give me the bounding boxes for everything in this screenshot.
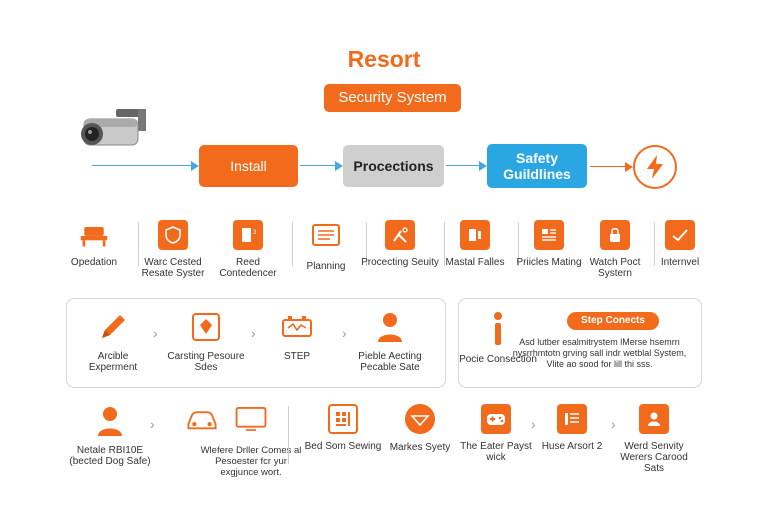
- process-label: Arcible Experment: [88, 351, 138, 373]
- feature-label: The Eater Payst wick: [460, 441, 532, 463]
- flow-arrow: [625, 162, 633, 172]
- panel-icon: [460, 220, 490, 250]
- divider: [654, 222, 655, 266]
- desk-icon: [79, 220, 109, 250]
- feature-label: Bed Som Sewing: [304, 441, 382, 452]
- info-label: Pocie Consection: [459, 354, 537, 365]
- list-icon: [557, 404, 587, 434]
- process-label: Carsting Pesoure Sdes: [167, 351, 245, 373]
- security-camera-icon: [74, 107, 154, 159]
- person-icon: [373, 310, 407, 344]
- flow-step-procections[interactable]: Procections: [343, 145, 444, 187]
- chevron-right-icon: ›: [153, 325, 158, 341]
- feature-item[interactable]: Wlefere Drller Comes al Pesoester fcr yu…: [196, 402, 306, 478]
- feature-label: Wlefere Drller Comes al Pesoester fcr yu…: [200, 445, 302, 478]
- feature-item[interactable]: Netale RBI10E (bected Dog Safe): [69, 404, 151, 467]
- feature-label: Mastal Falles: [445, 257, 505, 268]
- process-label: Pieble Aecting Pecable Sate: [358, 351, 422, 373]
- car-icon: [185, 402, 219, 436]
- flow-connector: [446, 165, 480, 166]
- svg-text:3: 3: [253, 230, 257, 236]
- feature-label: Huse Arsort 2: [541, 441, 603, 452]
- feature-item[interactable]: 3 Reed Contedencer: [208, 220, 288, 279]
- feature-item[interactable]: Priicles Mating: [509, 220, 589, 268]
- process-step[interactable]: STEP: [257, 310, 337, 362]
- feature-item[interactable]: Opedation: [54, 220, 134, 268]
- chevron-right-icon: ›: [611, 416, 616, 432]
- feature-item[interactable]: Huse Arsort 2: [532, 404, 612, 452]
- feature-label: Markes Syety: [389, 442, 451, 453]
- feature-item[interactable]: Planning: [286, 220, 366, 272]
- gamepad-icon: [481, 404, 511, 434]
- lightning-icon: [633, 145, 677, 189]
- keypad-icon: [328, 404, 358, 434]
- process-panel: [66, 298, 446, 388]
- flow-arrow: [191, 161, 199, 171]
- info-description: Asd lutber esalmitrystem lMerse hsemrn n…: [512, 337, 687, 369]
- feature-label: Internvel: [660, 257, 700, 268]
- person-icon: [93, 404, 127, 438]
- info-item[interactable]: Pocie Consection: [458, 310, 538, 365]
- divider: [138, 222, 139, 266]
- feature-item[interactable]: Watch Poct Systern: [575, 220, 655, 279]
- info-icon: [481, 310, 515, 348]
- feature-item[interactable]: Warc Cested Resate Syster: [133, 220, 213, 279]
- feature-item[interactable]: [162, 402, 242, 436]
- feature-item[interactable]: Markes Syety: [380, 402, 460, 453]
- divider: [518, 222, 519, 266]
- divider: [288, 406, 289, 464]
- chevron-right-icon: ›: [531, 416, 536, 432]
- divider: [444, 222, 445, 266]
- process-step[interactable]: Arcible Experment: [73, 310, 153, 373]
- compass-icon: [403, 402, 437, 436]
- battery-icon: [280, 310, 314, 344]
- monitor-icon: [234, 402, 268, 436]
- flow-step-safety-guidelines[interactable]: Safety Guildlines: [487, 144, 587, 188]
- document-icon: [534, 220, 564, 250]
- process-label: STEP: [283, 351, 311, 362]
- chevron-right-icon: ›: [150, 416, 155, 432]
- divider: [366, 222, 367, 266]
- divider: [292, 222, 293, 266]
- tools-icon: [385, 220, 415, 250]
- feature-label: Priicles Mating: [516, 257, 582, 268]
- feature-label: Werd Senvity Werers Carood Sats: [620, 441, 688, 474]
- shield-icon: [158, 220, 188, 250]
- page-title: Resort: [347, 46, 421, 72]
- feature-item[interactable]: Internvel: [640, 220, 720, 268]
- flow-connector: [590, 166, 626, 167]
- feature-label: Warc Cested Resate Syster: [141, 257, 205, 279]
- feature-item[interactable]: Mastal Falles: [435, 220, 515, 268]
- process-step[interactable]: Carsting Pesoure Sdes: [166, 310, 246, 373]
- door-icon: 3: [233, 220, 263, 250]
- chevron-right-icon: ›: [251, 325, 256, 341]
- flow-connector: [300, 165, 336, 166]
- feature-label: Planning: [306, 261, 346, 272]
- lock-icon: [600, 220, 630, 250]
- feature-label: Watch Poct Systern: [589, 257, 641, 279]
- feature-item[interactable]: The Eater Payst wick: [456, 404, 536, 463]
- monitor-icon: [309, 220, 343, 254]
- feature-label: Netale RBI10E (bected Dog Safe): [69, 445, 151, 467]
- feature-label: Reed Contedencer: [219, 257, 277, 279]
- id-card-icon: [639, 404, 669, 434]
- flow-step-install[interactable]: Install: [199, 145, 298, 187]
- pencil-icon: [96, 310, 130, 344]
- feature-item[interactable]: Werd Senvity Werers Carood Sats: [614, 404, 694, 474]
- feature-label: Procecting Seuity: [361, 257, 439, 268]
- feature-item[interactable]: Procecting Seuity: [360, 220, 440, 268]
- process-step[interactable]: Pieble Aecting Pecable Sate: [350, 310, 430, 373]
- flow-arrow: [335, 161, 343, 171]
- badge-icon: [189, 310, 223, 344]
- subtitle-badge: Security System: [324, 84, 461, 112]
- checkmark-icon: [665, 220, 695, 250]
- flow-arrow: [479, 161, 487, 171]
- chevron-right-icon: ›: [342, 325, 347, 341]
- flow-connector: [92, 165, 192, 166]
- feature-item[interactable]: Bed Som Sewing: [303, 404, 383, 452]
- step-connects-badge: Step Conects: [567, 312, 659, 330]
- feature-label: Opedation: [70, 257, 118, 268]
